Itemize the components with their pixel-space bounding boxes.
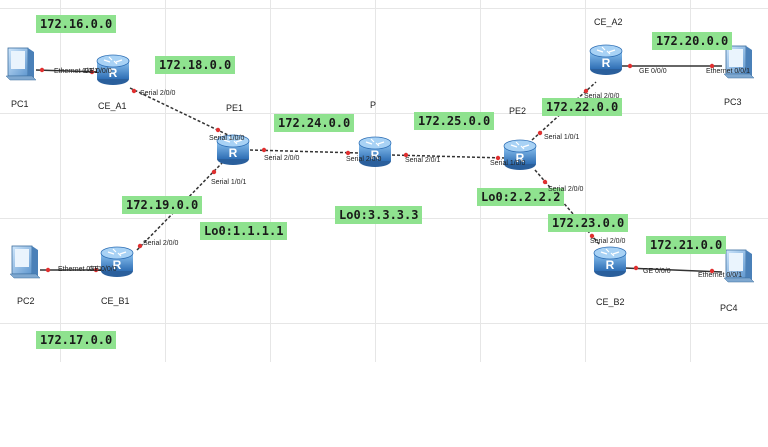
network-label-172-21: 172.21.0.0	[646, 236, 727, 254]
device-label-pc1: PC1	[11, 99, 29, 109]
link-endpoints	[39, 63, 715, 274]
port-label-pc3-eth: Ethernet 0/0/1	[706, 68, 750, 75]
grid-line	[60, 0, 61, 362]
device-label-ce-a2: CE_A2	[594, 17, 623, 27]
port-label-pc2-eth: Ethernet 0/0/1	[58, 266, 102, 273]
device-label-ce-b1: CE_B1	[101, 296, 130, 306]
network-label-172-18: 172.18.0.0	[155, 56, 236, 74]
port-label-pe2-s200: Serial 2/0/0	[548, 186, 584, 193]
port-label-ce-a2-ge: GE 0/0/0	[639, 68, 667, 75]
device-label-ce-a1: CE_A1	[98, 101, 127, 111]
network-label-172-19: 172.19.0.0	[122, 196, 203, 214]
port-label-ce-b2-ge: GE 0/0/0	[643, 268, 671, 275]
endpoint-dot	[211, 169, 217, 175]
port-label-pc1-eth: Ethernet 0/0/1	[54, 68, 98, 75]
port-label-pe2-s100: Serial 1/0/0	[490, 160, 526, 167]
port-label-ce-a2-serial: Serial 2/0/0	[584, 93, 620, 100]
endpoint-dot	[627, 63, 633, 69]
loopback-label-pe2: Lo0:2.2.2.2	[477, 188, 565, 206]
port-label-ce-b2-serial: Serial 2/0/0	[590, 238, 626, 245]
grid-line	[480, 0, 481, 362]
endpoint-dot	[589, 233, 595, 239]
grid-line	[0, 113, 768, 114]
endpoint-dot	[403, 152, 409, 158]
link-pc1-ce-a1[interactable]	[35, 69, 101, 73]
network-label-172-17: 172.17.0.0	[36, 331, 117, 349]
router-icon-ce-a2[interactable]	[589, 44, 623, 76]
port-label-pe2-s101: Serial 1/0/1	[544, 134, 580, 141]
endpoint-dot	[542, 179, 548, 185]
grid-line	[0, 8, 768, 9]
endpoint-dot	[495, 155, 501, 161]
network-label-172-16: 172.16.0.0	[36, 15, 117, 33]
device-label-pc3: PC3	[724, 97, 742, 107]
network-label-172-20: 172.20.0.0	[652, 32, 733, 50]
endpoint-dot	[537, 130, 543, 136]
link-ce-a1-pe1[interactable]	[129, 87, 229, 136]
grid-line	[270, 0, 271, 362]
link-pe1-p[interactable]	[249, 149, 361, 154]
endpoint-dot	[93, 267, 99, 273]
port-label-p-s200: Serial 2/0/0	[346, 156, 382, 163]
link-ce-b2-pc4[interactable]	[624, 267, 723, 273]
device-label-p: P	[370, 100, 377, 110]
endpoint-dot	[137, 243, 143, 249]
network-label-172-25: 172.25.0.0	[414, 112, 495, 130]
device-label-pe1: PE1	[226, 103, 244, 113]
port-label-pe1-s200: Serial 2/0/0	[264, 155, 300, 162]
port-label-ce-a1-ge: GE 0/0/0	[84, 68, 112, 75]
endpoint-dot	[583, 88, 589, 94]
network-label-172-24: 172.24.0.0	[274, 114, 355, 132]
endpoint-dot	[709, 63, 715, 69]
grid-line	[375, 0, 376, 362]
endpoint-dot	[89, 69, 95, 75]
port-label-ce-a1-serial: Serial 2/0/0	[140, 90, 176, 97]
router-icon-ce-b2[interactable]	[593, 246, 627, 278]
grid-line	[585, 0, 586, 362]
device-label-pc2: PC2	[17, 296, 35, 306]
network-label-172-23: 172.23.0.0	[548, 214, 629, 232]
endpoint-dot	[345, 150, 351, 156]
endpoint-dot	[131, 88, 137, 94]
endpoint-dot	[261, 147, 267, 153]
pc-icon-pc1[interactable]	[5, 47, 37, 81]
endpoint-dot	[215, 127, 221, 133]
device-label-pc4: PC4	[720, 303, 738, 313]
link-p-pe2[interactable]	[391, 154, 506, 159]
endpoint-dot	[633, 265, 639, 271]
endpoint-dot	[709, 268, 715, 274]
grid-line	[0, 323, 768, 324]
port-label-pe1-s101: Serial 1/0/1	[211, 179, 247, 186]
grid-line	[690, 0, 691, 362]
device-label-pe2: PE2	[509, 106, 527, 116]
port-label-p-s201: Serial 2/0/1	[405, 157, 441, 164]
port-label-ce-b1-serial: Serial 2/0/0	[143, 240, 179, 247]
grid-line	[165, 0, 166, 362]
port-label-pe1-s100: Serial 1/0/0	[209, 135, 245, 142]
endpoint-dot	[45, 267, 51, 273]
endpoint-dot	[39, 67, 45, 73]
port-label-ce-b1-ge: GE 0/0/0	[89, 266, 117, 273]
network-label-172-22: 172.22.0.0	[542, 98, 623, 116]
device-label-ce-b2: CE_B2	[596, 297, 625, 307]
loopback-label-pe1: Lo0:1.1.1.1	[200, 222, 288, 240]
port-label-pc4-eth: Ethernet 0/0/1	[698, 272, 742, 279]
pc-icon-pc2[interactable]	[9, 245, 41, 279]
loopback-label-p: Lo0:3.3.3.3	[335, 206, 423, 224]
